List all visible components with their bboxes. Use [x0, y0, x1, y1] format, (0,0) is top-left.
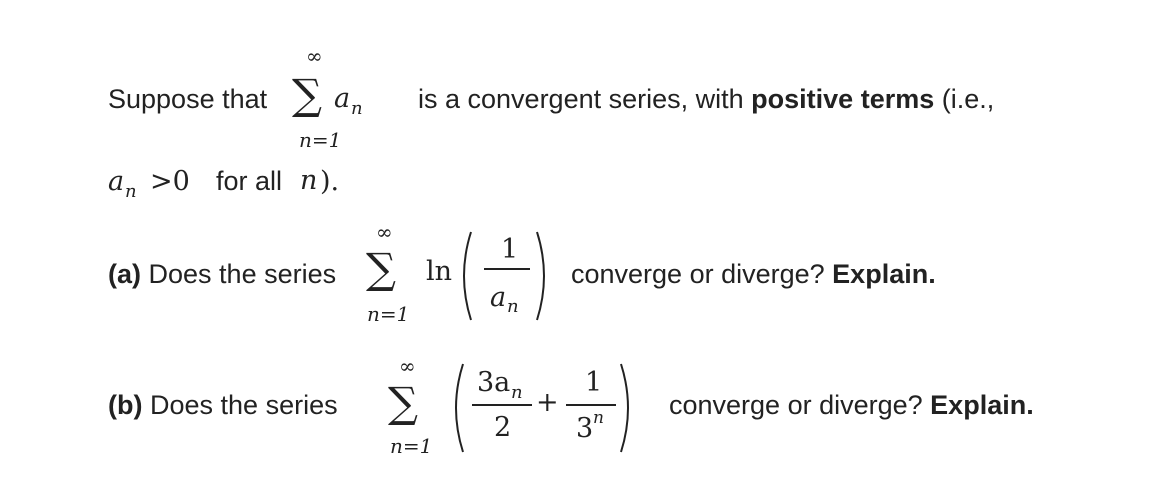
part-b-numerator-1: 3a — [477, 367, 511, 398]
line2-text: for all — [216, 166, 283, 196]
part-b-sum-lower: n=1 — [390, 434, 433, 458]
part-a-denominator: a — [490, 282, 507, 313]
part-a-label-text: (a) Does the series — [108, 261, 336, 288]
part-b-label: (b) — [108, 390, 143, 420]
part-a-label: (a) — [108, 259, 141, 289]
intro-term: a — [334, 83, 351, 114]
intro-sum-lower: n=1 — [299, 128, 342, 152]
part-b-denominator-1: 2 — [494, 412, 512, 443]
part-b-left-paren — [455, 363, 464, 453]
part-b-question: Does the series — [150, 390, 338, 420]
intro-text-middle: is a convergent series, with positive te… — [418, 86, 994, 113]
line2-term: a — [108, 166, 125, 197]
intro-bold-terms: positive terms — [751, 84, 935, 114]
intro-plain: is a convergent series, with — [418, 84, 744, 114]
part-a-question: Does the series — [148, 259, 337, 289]
part-a-numerator: 1 — [501, 234, 519, 265]
part-a-tail: converge or diverge? Explain. — [571, 261, 936, 288]
part-b-denominator-2: 3 — [576, 413, 594, 444]
intro-term-sub: n — [351, 98, 363, 119]
part-b-sum-upper: ∞ — [399, 354, 416, 378]
part-b-denominator-2-sup: n — [593, 408, 604, 428]
part-b-sum-symbol: ∑ — [388, 378, 418, 427]
line2-end: ). — [320, 166, 340, 197]
part-b-tail: converge or diverge? Explain. — [669, 392, 1034, 419]
part-a-explain: Explain. — [832, 259, 936, 289]
line2-relation: >0 — [150, 166, 190, 197]
line2-term-sub: n — [125, 181, 137, 202]
part-b-numerator-2: 1 — [585, 367, 603, 398]
part-a-fraction-bar — [484, 268, 530, 270]
intro-text-start: Suppose that — [108, 84, 268, 114]
part-a-right-paren — [536, 231, 545, 321]
part-b-fraction-bar-2 — [566, 404, 616, 406]
part-b-label-text: (b) Does the series — [108, 392, 338, 419]
part-a-left-paren — [463, 231, 472, 321]
part-b-right-paren — [620, 363, 629, 453]
part-b-fraction-bar-1 — [472, 404, 532, 406]
intro-sum-symbol: ∑ — [292, 70, 322, 119]
part-b-numerator-1-sub: n — [511, 382, 523, 403]
part-a-sum-upper: ∞ — [376, 220, 393, 244]
part-a-converge-question: converge or diverge? — [571, 259, 825, 289]
part-a-sum-symbol: ∑ — [366, 244, 396, 293]
part-a-denominator-sub: n — [507, 296, 519, 317]
part-a-ln: ln — [426, 256, 453, 287]
line2-var: n — [300, 165, 318, 196]
part-b-explain: Explain. — [930, 390, 1034, 420]
intro-sum-upper: ∞ — [306, 44, 323, 68]
part-b-plus: + — [536, 387, 559, 418]
intro-ie: (i.e., — [941, 84, 995, 114]
part-b-converge-question: converge or diverge? — [669, 390, 923, 420]
part-a-sum-lower: n=1 — [367, 302, 410, 326]
